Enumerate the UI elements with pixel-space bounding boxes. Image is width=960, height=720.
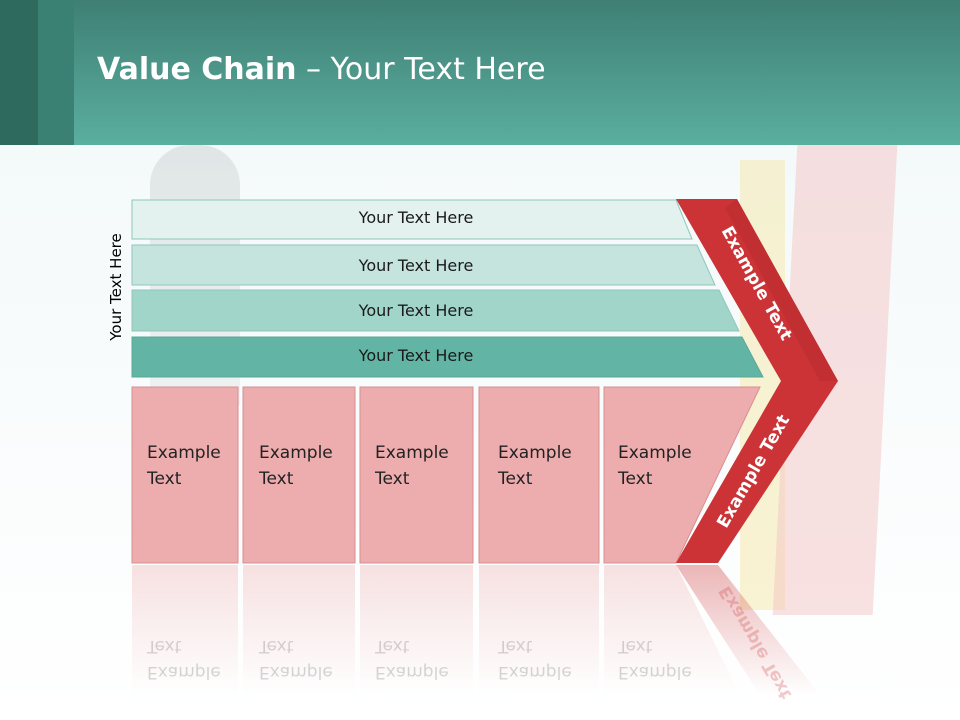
box-4 — [478, 386, 600, 564]
header-bar: Value Chain – Your Text Here — [0, 0, 960, 145]
band-label-3: Your Text Here — [358, 301, 474, 320]
band-label-4: Your Text Here — [358, 346, 474, 365]
page-title: Value Chain – Your Text Here — [97, 52, 546, 87]
band-label-1: Your Text Here — [358, 208, 474, 227]
arrow-reflection — [676, 565, 820, 695]
header-accent — [38, 0, 74, 145]
header-accent-dark — [0, 0, 38, 145]
band-label-2: Your Text Here — [358, 256, 474, 275]
band-4 — [131, 336, 764, 378]
box-reflection — [479, 565, 599, 695]
box-2 — [242, 386, 356, 564]
box-reflection — [604, 565, 740, 695]
band-2 — [131, 244, 716, 286]
band-3 — [131, 289, 740, 332]
chevron-arrow-shade — [725, 199, 838, 381]
band-1 — [131, 199, 693, 240]
box-reflection — [243, 565, 355, 695]
box-reflection — [360, 565, 473, 695]
box-3 — [359, 386, 474, 564]
chevron-arrow — [676, 199, 838, 563]
box-1 — [131, 386, 239, 564]
box-reflection — [132, 565, 238, 695]
